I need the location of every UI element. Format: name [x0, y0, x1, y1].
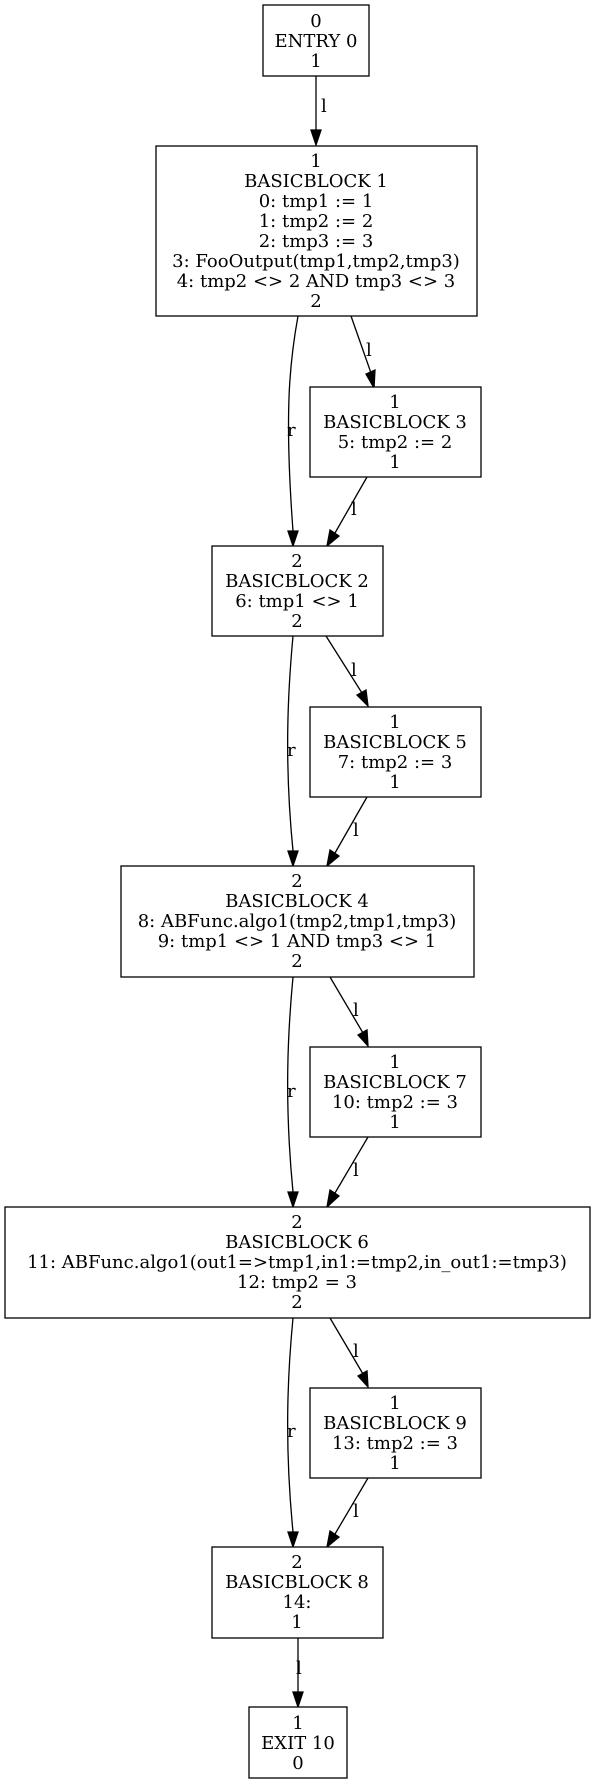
node-line: BASICBLOCK 3: [323, 412, 467, 433]
node-line: 1: [389, 1052, 400, 1073]
node-line: 0: [292, 1753, 303, 1774]
edge-label: r: [287, 740, 296, 761]
node-basicblock-1: 1 BASICBLOCK 1 0: tmp1 := 1 1: tmp2 := 2…: [155, 145, 478, 317]
edge-label: l: [296, 1658, 302, 1679]
node-line: 0: [310, 11, 321, 32]
node-line: 1: [389, 1393, 400, 1414]
edge-n0-n1: l: [310, 76, 327, 148]
edge-label: l: [351, 660, 357, 681]
node-line: 12: tmp2 = 3: [237, 1272, 357, 1293]
edge-n2-n4: r: [287, 635, 299, 869]
node-line: 1: [292, 1713, 303, 1734]
node-basicblock-8: 2 BASICBLOCK 8 14: 1: [211, 1546, 384, 1639]
node-line: 8: ABFunc.algo1(tmp2,tmp1,tmp3): [138, 911, 457, 932]
edge-label: l: [353, 1160, 359, 1181]
node-line: 1: [389, 452, 400, 473]
node-line: 0: tmp1 := 1: [259, 191, 374, 212]
node-basicblock-6: 2 BASICBLOCK 6 11: ABFunc.algo1(out1=>tm…: [4, 1206, 591, 1319]
node-line: 1: [389, 712, 400, 733]
node-line: ENTRY 0: [275, 31, 358, 52]
edge-label: l: [321, 96, 327, 117]
node-line: 2: [291, 1552, 302, 1573]
node-line: 2: [310, 291, 321, 312]
edge-label: l: [353, 1501, 359, 1522]
edge-n6-n8: r: [287, 1317, 299, 1550]
node-line: 4: tmp2 <> 2 AND tmp3 <> 3: [177, 271, 456, 292]
edge-label: l: [353, 1341, 359, 1362]
edge-label: l: [366, 340, 372, 361]
node-line: 6: tmp1 <> 1: [235, 591, 359, 612]
node-basicblock-4: 2 BASICBLOCK 4 8: ABFunc.algo1(tmp2,tmp1…: [120, 865, 475, 978]
node-line: 1: [291, 1612, 302, 1633]
node-line: BASICBLOCK 7: [323, 1072, 467, 1093]
node-line: BASICBLOCK 5: [323, 732, 467, 753]
node-line: 2: [291, 951, 302, 972]
node-line: 7: tmp2 := 3: [338, 752, 453, 773]
edge-n2-n5: l: [325, 635, 369, 708]
edge-n7-n6: l: [326, 1136, 369, 1209]
node-line: BASICBLOCK 8: [225, 1572, 369, 1593]
node-line: BASICBLOCK 2: [225, 571, 369, 592]
node-line: 3: FooOutput(tmp1,tmp2,tmp3): [172, 251, 460, 272]
node-line: 5: tmp2 := 2: [338, 432, 453, 453]
node-line: 2: [291, 551, 302, 572]
node-line: EXIT 10: [261, 1733, 335, 1754]
edge-label: r: [287, 1081, 296, 1102]
node-basicblock-9: 1 BASICBLOCK 9 13: tmp2 := 3 1: [309, 1387, 482, 1479]
edge-n4-n6: r: [287, 976, 299, 1210]
node-basicblock-5: 1 BASICBLOCK 5 7: tmp2 := 3 1: [309, 706, 482, 798]
node-line: 1: [310, 51, 321, 72]
node-line: 1: [389, 392, 400, 413]
node-line: 2: [291, 611, 302, 632]
node-line: BASICBLOCK 1: [244, 171, 388, 192]
node-line: 1: [389, 1453, 400, 1474]
node-line: BASICBLOCK 6: [225, 1232, 369, 1253]
node-line: 1: [310, 151, 321, 172]
node-line: 2: [291, 1292, 302, 1313]
node-line: 2: tmp3 := 3: [259, 231, 374, 252]
node-line: 13: tmp2 := 3: [332, 1433, 458, 1454]
edge-n6-n9: l: [329, 1317, 369, 1389]
edge-n4-n7: l: [329, 976, 369, 1048]
node-exit-10: 1 EXIT 10 0: [248, 1706, 348, 1779]
edge-label: l: [351, 499, 357, 520]
edge-n5-n4: l: [326, 796, 368, 868]
node-line: 1: [389, 1112, 400, 1133]
node-line: 14:: [283, 1592, 312, 1613]
node-basicblock-2: 2 BASICBLOCK 2 6: tmp1 <> 1 2: [211, 545, 384, 637]
node-line: 10: tmp2 := 3: [332, 1092, 458, 1113]
edge-label: l: [353, 1000, 359, 1021]
node-line: 2: [291, 1212, 302, 1233]
node-line: 1: [389, 772, 400, 793]
node-line: 2: [291, 871, 302, 892]
node-basicblock-3: 1 BASICBLOCK 3 5: tmp2 := 2 1: [309, 386, 482, 478]
node-entry-0: 0 ENTRY 0 1: [262, 4, 370, 77]
node-line: 1: tmp2 := 2: [259, 211, 374, 232]
edge-n8-n10: l: [292, 1638, 304, 1710]
edge-label: r: [287, 1421, 296, 1442]
edge-n9-n8: l: [326, 1477, 369, 1549]
node-line: 9: tmp1 <> 1 AND tmp3 <> 1: [158, 931, 437, 952]
node-line: 11: ABFunc.algo1(out1=>tmp1,in1:=tmp2,in…: [27, 1252, 567, 1273]
edge-n3-n2: l: [326, 476, 368, 548]
edge-n1-n2: r: [287, 315, 299, 549]
node-line: BASICBLOCK 9: [323, 1413, 467, 1434]
node-basicblock-7: 1 BASICBLOCK 7 10: tmp2 := 3 1: [309, 1046, 482, 1138]
edge-label: l: [353, 820, 359, 841]
node-line: BASICBLOCK 4: [225, 891, 369, 912]
edge-n1-n3: l: [350, 315, 376, 391]
edge-label: r: [287, 420, 296, 441]
